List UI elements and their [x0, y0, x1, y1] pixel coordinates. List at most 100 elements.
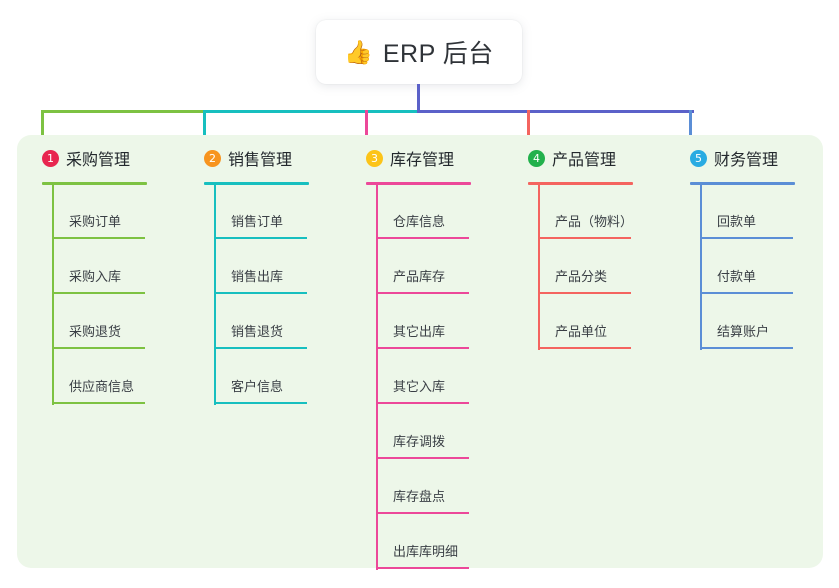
leaf-item-label: 产品库存	[393, 269, 446, 284]
leaf-item-rule	[376, 237, 469, 239]
drop-connector-3	[365, 110, 368, 147]
leaf-item[interactable]: 其它入库	[376, 350, 506, 405]
column-header-rule	[366, 182, 471, 185]
column-销售管理: 2 销售管理销售订单销售出库销售退货客户信息	[196, 147, 346, 405]
column-header-rule	[204, 182, 309, 185]
leaf-item[interactable]: 仓库信息	[376, 185, 506, 240]
bar-segment-1	[41, 110, 207, 113]
leaf-item[interactable]: 付款单	[700, 240, 830, 295]
leaf-item-rule	[376, 347, 469, 349]
thumbs-up-icon: 👍	[344, 38, 373, 65]
column-header-2[interactable]: 2 销售管理	[196, 147, 346, 169]
leaf-item-rule	[52, 347, 145, 349]
leaf-item-rule	[700, 292, 793, 294]
leaf-item[interactable]: 库存盘点	[376, 460, 506, 515]
drop-connector-4	[527, 110, 530, 147]
leaf-item-label: 结算账户	[717, 324, 770, 339]
leaf-item-label: 产品（物料）	[555, 214, 634, 229]
column-header-rule	[528, 182, 633, 185]
column-badge-5: 5	[690, 149, 707, 167]
leaf-item[interactable]: 产品分类	[538, 240, 668, 295]
leaf-item[interactable]: 出库库明细	[376, 515, 506, 570]
column-库存管理: 3 库存管理仓库信息产品库存其它出库其它入库库存调拨库存盘点出库库明细	[358, 147, 508, 570]
column-header-rule	[690, 182, 795, 185]
leaf-item-rule	[376, 402, 469, 404]
leaf-item[interactable]: 销售退货	[214, 295, 344, 350]
leaf-item-label: 供应商信息	[69, 379, 135, 394]
trunk-connector	[417, 84, 420, 113]
leaf-item[interactable]: 产品库存	[376, 240, 506, 295]
leaf-item-rule	[538, 292, 631, 294]
leaf-item-label: 销售出库	[231, 269, 284, 284]
leaf-item-rule	[376, 567, 469, 569]
leaf-item[interactable]: 采购退货	[52, 295, 182, 350]
leaf-item-rule	[538, 347, 631, 349]
leaf-item-rule	[214, 292, 307, 294]
column-title: 库存管理	[390, 152, 455, 169]
leaf-item-label: 客户信息	[231, 379, 284, 394]
column-header-rule	[42, 182, 147, 185]
drop-connector-2	[203, 110, 206, 147]
leaf-item-label: 付款单	[717, 269, 757, 284]
column-header-1[interactable]: 1 采购管理	[34, 147, 184, 169]
column-items: 采购订单采购入库采购退货供应商信息	[52, 185, 182, 405]
leaf-item[interactable]: 产品（物料）	[538, 185, 668, 240]
column-badge-1: 1	[42, 149, 59, 167]
leaf-item-rule	[376, 292, 469, 294]
leaf-item[interactable]: 产品单位	[538, 295, 668, 350]
drop-connector-5	[689, 110, 692, 147]
column-header-3[interactable]: 3 库存管理	[358, 147, 508, 169]
leaf-item-label: 出库库明细	[393, 544, 459, 559]
bar-segment-2	[204, 110, 419, 113]
diagram-panel: 1 采购管理采购订单采购入库采购退货供应商信息 2 销售管理销售订单销售出库销售退货客…	[17, 135, 823, 570]
column-badge-4: 4	[528, 149, 545, 167]
leaf-item[interactable]: 销售订单	[214, 185, 344, 240]
leaf-item[interactable]: 客户信息	[214, 350, 344, 405]
column-spine	[538, 185, 540, 350]
leaf-item-label: 其它入库	[393, 379, 446, 394]
leaf-item[interactable]: 结算账户	[700, 295, 830, 350]
leaf-item-label: 采购入库	[69, 269, 122, 284]
drop-connector-1	[41, 110, 44, 147]
root-node-card[interactable]: 👍 ERP 后台	[316, 20, 522, 84]
column-items: 销售订单销售出库销售退货客户信息	[214, 185, 344, 405]
leaf-item-label: 采购退货	[69, 324, 122, 339]
leaf-item-rule	[52, 402, 145, 404]
column-items: 回款单付款单结算账户	[700, 185, 830, 350]
leaf-item[interactable]: 供应商信息	[52, 350, 182, 405]
column-spine	[214, 185, 216, 405]
leaf-item-rule	[376, 512, 469, 514]
leaf-item[interactable]: 采购订单	[52, 185, 182, 240]
leaf-item-label: 回款单	[717, 214, 757, 229]
leaf-item-rule	[538, 237, 631, 239]
leaf-item-label: 产品分类	[555, 269, 608, 284]
column-title: 销售管理	[228, 152, 293, 169]
leaf-item[interactable]: 采购入库	[52, 240, 182, 295]
leaf-item[interactable]: 回款单	[700, 185, 830, 240]
leaf-item-label: 仓库信息	[393, 214, 446, 229]
root-node-title: ERP 后台	[382, 40, 494, 68]
leaf-item-label: 采购订单	[69, 214, 122, 229]
column-采购管理: 1 采购管理采购订单采购入库采购退货供应商信息	[34, 147, 184, 405]
column-badge-3: 3	[366, 149, 383, 167]
leaf-item-label: 销售订单	[231, 214, 284, 229]
leaf-item[interactable]: 其它出库	[376, 295, 506, 350]
leaf-item-rule	[214, 402, 307, 404]
leaf-item-rule	[700, 347, 793, 349]
column-spine	[52, 185, 54, 405]
leaf-item-rule	[376, 457, 469, 459]
leaf-item[interactable]: 销售出库	[214, 240, 344, 295]
column-title: 采购管理	[66, 152, 131, 169]
leaf-item-label: 库存盘点	[393, 489, 446, 504]
column-items: 产品（物料） 产品分类产品单位	[538, 185, 668, 350]
column-items: 仓库信息产品库存其它出库其它入库库存调拨库存盘点出库库明细	[376, 185, 506, 570]
leaf-item[interactable]: 库存调拨	[376, 405, 506, 460]
leaf-item-label: 其它出库	[393, 324, 446, 339]
leaf-item-label: 库存调拨	[393, 434, 446, 449]
column-badge-2: 2	[204, 149, 221, 167]
leaf-item-rule	[214, 237, 307, 239]
